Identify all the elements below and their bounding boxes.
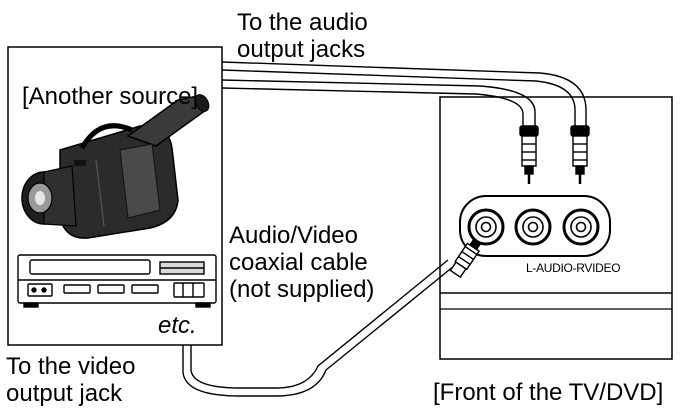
audio-output-label-line-2: output jacks <box>237 35 366 63</box>
video-output-label: To the video output jack <box>6 353 136 408</box>
audio-cables <box>221 61 587 128</box>
rca-jack-icon <box>562 208 600 246</box>
cable-label-line-3: (not supplied) <box>229 275 375 303</box>
jack-labels: L-AUDIO-RVIDEO <box>526 261 621 275</box>
audio-output-label-line-1: To the audio <box>237 9 368 36</box>
rca-jack-icon <box>514 208 552 246</box>
cable-label: Audio/Video coaxial cable (not supplied) <box>229 222 375 304</box>
rca-plug-icon <box>570 125 590 184</box>
jack-plate <box>459 195 611 257</box>
audio-output-label: To the audio output jacks <box>237 9 368 64</box>
another-source-label: [Another source] <box>22 83 199 110</box>
video-output-label-line-1: To the video <box>6 353 136 380</box>
camcorder-icon <box>21 94 210 239</box>
cable-label-line-1: Audio/Video <box>229 222 358 249</box>
rca-plug-icon <box>449 239 481 279</box>
rca-jack-icon <box>467 208 505 246</box>
cable-label-line-2: coaxial cable <box>229 248 368 276</box>
video-output-label-line-2: output jack <box>6 379 123 407</box>
video-cable <box>182 259 455 397</box>
rca-plug-icon <box>519 125 539 184</box>
tv-front-label: [Front of the TV/DVD] <box>433 379 664 406</box>
vcr-icon <box>17 254 217 308</box>
etc-label: etc. <box>158 312 197 339</box>
